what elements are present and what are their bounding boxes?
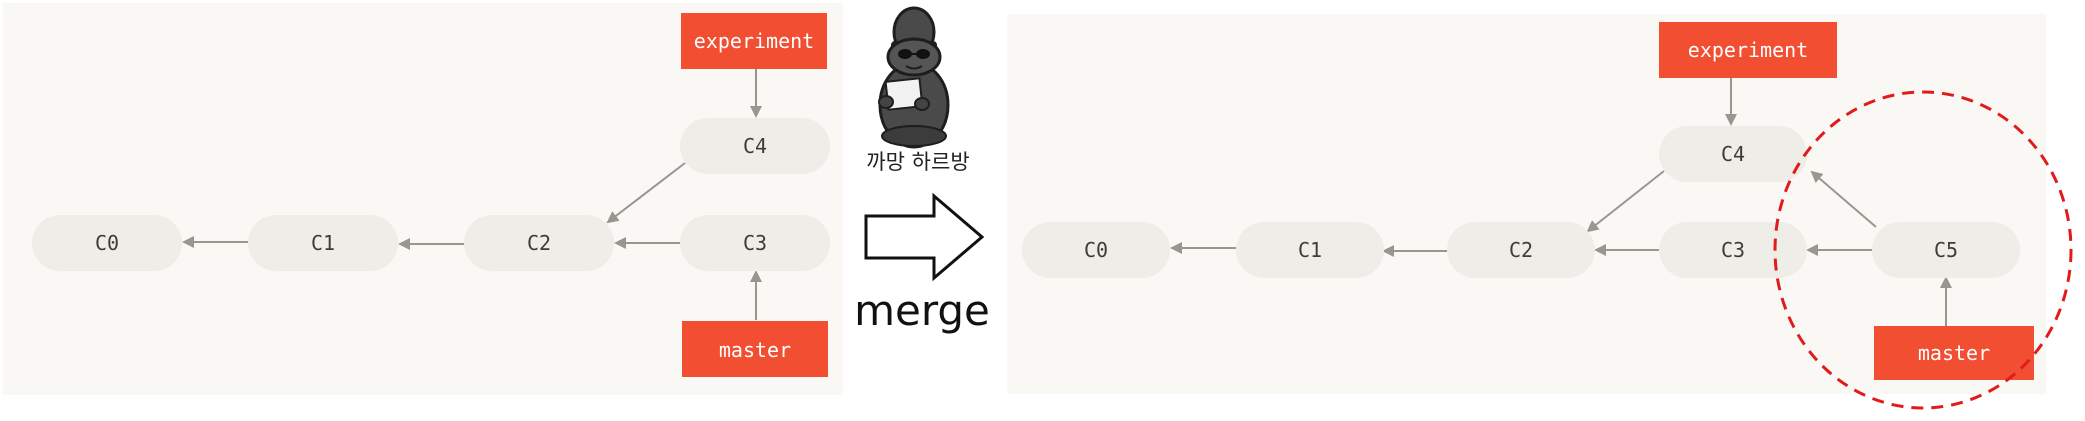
commit-label: C2 — [1509, 238, 1533, 262]
highlight-circle — [1773, 90, 2073, 410]
left-graph: C0 C1 C2 C3 C4 experiment master — [32, 13, 830, 377]
right-arrow-c4-c2 — [1586, 170, 1665, 233]
commit-label: C0 — [95, 231, 119, 255]
commit-label: C1 — [311, 231, 335, 255]
right-arrow-c5-c4 — [1810, 170, 1877, 228]
commit-node: C0 — [1022, 222, 1170, 278]
commit-node: C3 — [1659, 222, 1807, 278]
branch-label-master: master — [682, 321, 828, 377]
commit-label: C4 — [1721, 142, 1745, 166]
right-graph-panel — [1007, 14, 2046, 394]
character-caption: 까망 하르방 — [866, 150, 969, 174]
branch-label-text: experiment — [694, 29, 814, 53]
commit-node: C4 — [680, 118, 830, 174]
commit-label: C3 — [743, 231, 767, 255]
commit-node: C1 — [1236, 222, 1384, 278]
branch-label-text: master — [1918, 341, 1990, 365]
commit-node: C2 — [1447, 222, 1595, 278]
commit-label: C4 — [743, 134, 767, 158]
commit-label: C3 — [1721, 238, 1745, 262]
commit-label: C5 — [1934, 238, 1958, 262]
commit-label: C0 — [1084, 238, 1108, 262]
commit-node-merge: C5 — [1872, 222, 2020, 278]
branch-label-experiment: experiment — [1659, 22, 1837, 78]
commit-node: C3 — [680, 215, 830, 271]
commit-node: C2 — [464, 215, 614, 271]
branch-label-text: experiment — [1688, 38, 1808, 62]
branch-label-master: master — [1874, 326, 2034, 380]
commit-node: C1 — [248, 215, 398, 271]
left-arrow-c4-c2 — [606, 162, 686, 224]
right-arrow-icon — [864, 192, 985, 282]
commit-node: C4 — [1659, 126, 1807, 182]
commit-label: C2 — [527, 231, 551, 255]
merge-label: merge — [854, 286, 990, 335]
character-icon — [878, 6, 950, 149]
branch-label-experiment: experiment — [681, 13, 827, 69]
right-graph: C0 C1 C2 C3 C4 C5 experiment mast — [1022, 22, 2073, 410]
commit-label: C1 — [1298, 238, 1322, 262]
branch-label-text: master — [719, 338, 791, 362]
commit-node: C0 — [32, 215, 182, 271]
